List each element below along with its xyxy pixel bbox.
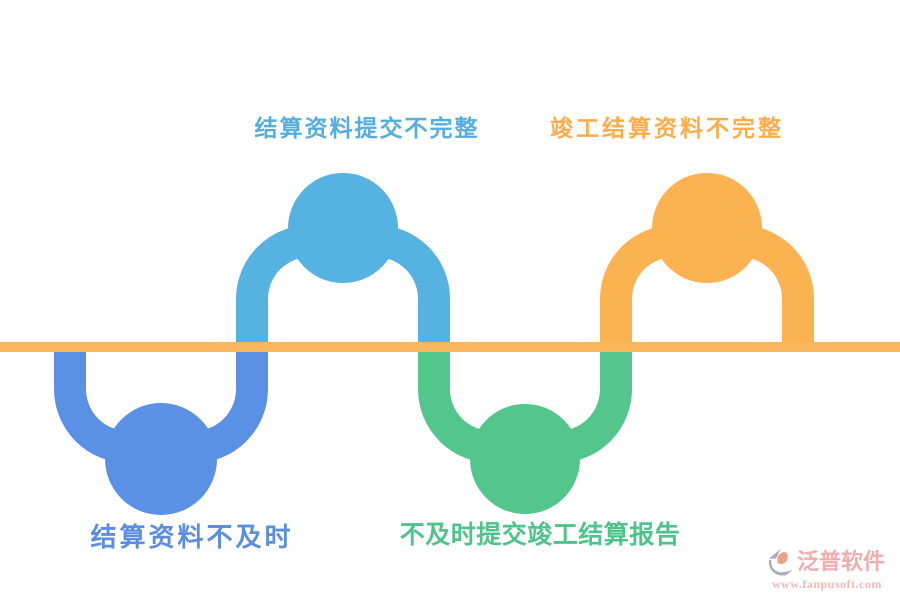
label-sky-node: 结算资料提交不完整 — [254, 115, 480, 141]
label-green-node: 不及时提交竣工结算报告 — [399, 521, 681, 549]
watermark: 泛普软件 www.fanpusoft.com — [766, 548, 885, 592]
baseline — [0, 342, 900, 352]
node-circle-sky — [288, 173, 398, 283]
fanpu-logo-icon — [766, 548, 795, 577]
node-circle-blue — [105, 403, 217, 515]
label-blue-node: 结算资料不及时 — [90, 522, 294, 552]
watermark-url: www.fanpusoft.com — [772, 577, 882, 591]
node-circle-green — [470, 404, 580, 514]
watermark-brand: 泛普软件 — [797, 549, 886, 575]
node-circle-orange — [652, 173, 762, 283]
label-orange-node: 竣工结算资料不完整 — [550, 115, 784, 141]
